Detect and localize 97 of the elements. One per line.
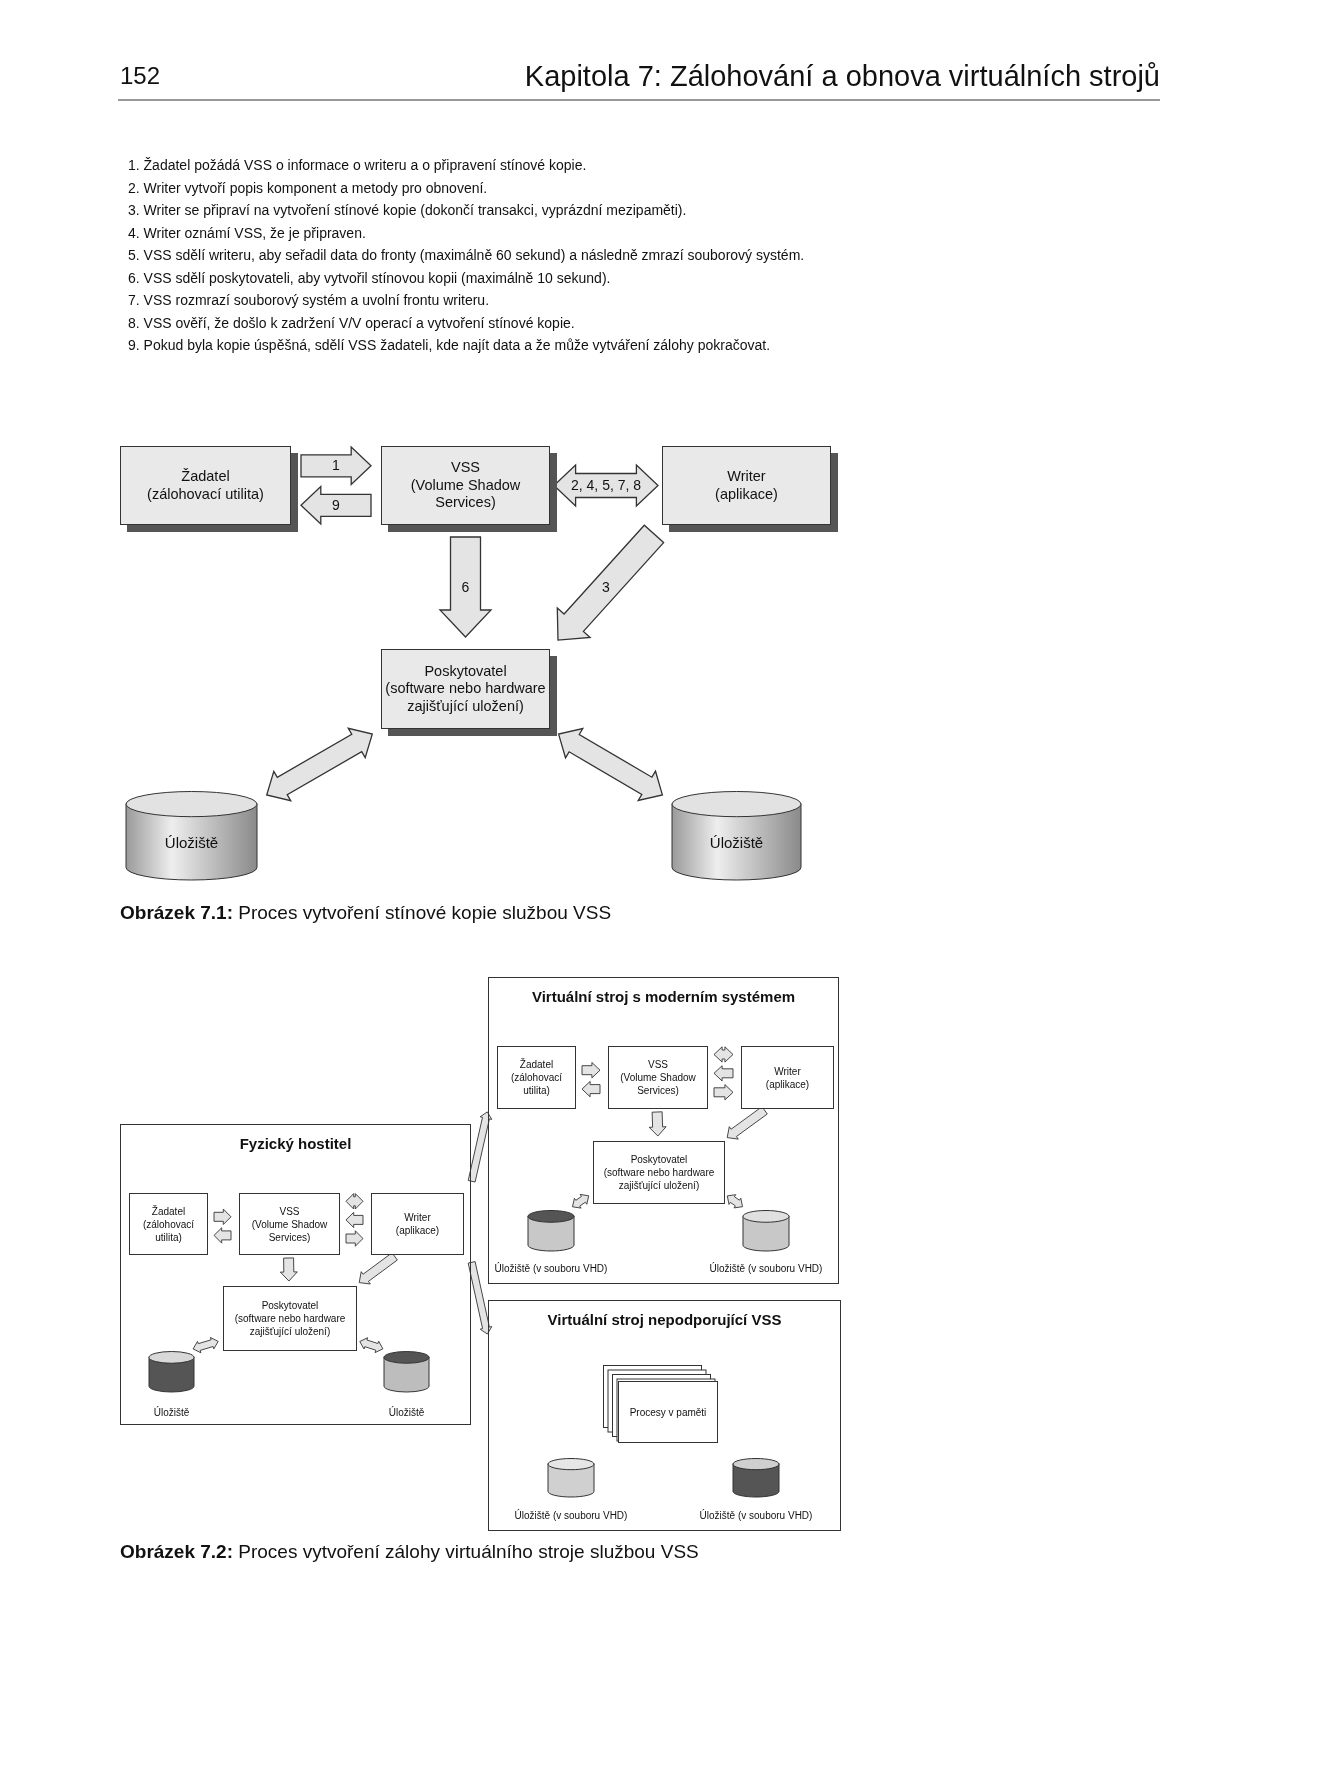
- process-box: [497, 1046, 576, 1109]
- block-arrow: [726, 1194, 743, 1209]
- box-title: Žadatel: [519, 1058, 554, 1071]
- block-arrow: [345, 1193, 364, 1210]
- container-box: [488, 1300, 841, 1531]
- list-item: 7. VSS rozmrazí souborový systém a uvolní frontu writeru.: [128, 292, 490, 308]
- edge-label: 6: [460, 579, 471, 595]
- box-text: (aplikace): [715, 485, 778, 503]
- block-arrow: [192, 1337, 219, 1354]
- block-arrow: [713, 1084, 734, 1101]
- box-title: VSS: [648, 1058, 668, 1071]
- chapter-heading: Kapitola 7: Zálohování a obnova virtuálních strojů: [523, 60, 1160, 93]
- storage-cylinder: [732, 1458, 780, 1498]
- block-arrow: [557, 727, 664, 802]
- storage-cylinder: [547, 1458, 595, 1498]
- box-title: VSS: [451, 459, 480, 477]
- box-text: (software nebo hardware zajišťující uložení): [602, 1166, 716, 1192]
- storage-label: Úložiště (v souboru VHD): [698, 1510, 814, 1521]
- box-text: (software nebo hardware zajišťující uložení): [233, 1312, 347, 1338]
- list-item: 2. Writer vytvoří popis komponent a metody pro obnovení.: [128, 179, 488, 196]
- block-arrow: [648, 1111, 667, 1137]
- process-box: [129, 1193, 208, 1255]
- block-arrow: [213, 1208, 232, 1225]
- block-arrow: [438, 536, 493, 638]
- storage-cylinder: [383, 1351, 430, 1393]
- list-item: 3. Writer se připraví na vytvoření stínové kopie (dokončí transakci, vyprázdní mezipaměti).: [128, 202, 687, 218]
- box-text: (software nebo hardware zajišťující uložení): [384, 680, 547, 716]
- box-text: (aplikace): [765, 1077, 810, 1091]
- storage-label: Úložiště (v souboru VHD): [513, 1510, 629, 1521]
- list-item: 9. Pokud byla kopie úspěšná, sdělí VSS žadateli, kde najít data a že může vytváření zálohy pokračovat.: [128, 337, 771, 353]
- block-arrow: [359, 1337, 384, 1354]
- box-title: Procesy v paměti: [629, 1405, 707, 1419]
- box-text: (zálohovací utilita): [141, 1217, 196, 1244]
- container-box: [488, 977, 839, 1284]
- edge-label: 3: [601, 579, 611, 595]
- box-title: Writer: [404, 1211, 431, 1224]
- box-title: Writer: [727, 468, 766, 486]
- block-arrow: [713, 1046, 734, 1063]
- storage-cylinder: [527, 1210, 575, 1252]
- process-box: [239, 1193, 340, 1255]
- figure-caption: Obrázek 7.1: Proces vytvoření stínové kopie službou VSS: [120, 902, 612, 924]
- box-title: Úložiště: [709, 833, 764, 851]
- block-arrow: [556, 524, 665, 641]
- box-title: Žadatel: [151, 1204, 186, 1218]
- storage-cylinder: [671, 791, 802, 881]
- block-arrow: [467, 1261, 493, 1335]
- process-box: [618, 1381, 718, 1443]
- list-item: 8. VSS ověří, že došlo k zadržení V/V operací a vytvoření stínové kopie.: [128, 314, 575, 331]
- storage-cylinder: [125, 791, 258, 881]
- storage-label: Úložiště: [152, 1407, 191, 1418]
- box-title: VSS: [279, 1204, 300, 1218]
- box-text: (Volume Shadow Services): [409, 476, 522, 512]
- box-title: Poskytovatel: [424, 662, 507, 681]
- block-arrow: [713, 1065, 734, 1082]
- block-arrow: [345, 1230, 364, 1247]
- group-title: Fyzický hostitel: [238, 1135, 353, 1152]
- storage-label: Úložiště (v souboru VHD): [493, 1263, 609, 1274]
- list-item: 1. Žadatel požádá VSS o informace o writeru a o připravení stínové kopie.: [128, 157, 587, 173]
- group-title: Virtuální stroj nepodporující VSS: [546, 1311, 783, 1328]
- box-title: Writer: [774, 1064, 801, 1078]
- process-box: [741, 1046, 834, 1109]
- process-box: [371, 1193, 464, 1255]
- block-arrow: [265, 727, 374, 802]
- block-arrow: [581, 1080, 601, 1098]
- box-text: (Volume Shadow Services): [619, 1071, 697, 1097]
- edge-label: 2, 4, 5, 7, 8: [570, 478, 643, 494]
- container-box: [120, 1124, 471, 1425]
- block-arrow: [726, 1106, 768, 1140]
- figure-caption: Obrázek 7.2: Proces vytvoření zálohy virtuálního stroje službou VSS: [120, 1541, 699, 1563]
- box-text: (aplikace): [395, 1224, 440, 1237]
- block-arrow: [213, 1227, 232, 1244]
- process-box: [608, 1046, 708, 1109]
- list-item: 4. Writer oznámí VSS, že je připraven.: [128, 224, 366, 241]
- storage-label: Úložiště (v souboru VHD): [708, 1263, 824, 1274]
- box-title: Žadatel: [181, 468, 230, 486]
- block-arrow: [467, 1111, 493, 1183]
- list-item: 5. VSS sdělí writeru, aby seřadil data do fronty (maximálně 60 sekund) a následně zmrazí souborový systém.: [128, 247, 805, 263]
- box-title: Poskytovatel: [261, 1299, 319, 1312]
- process-box: [593, 1141, 725, 1204]
- box-title: Poskytovatel: [630, 1153, 688, 1166]
- list-item: 6. VSS sdělí poskytovateli, aby vytvořil stínovou kopii (maximálně 10 sekund).: [128, 269, 611, 286]
- page-number: 152: [120, 62, 161, 90]
- group-title: Virtuální stroj s moderním systémem: [530, 988, 797, 1005]
- box-text: (zálohovací utilita): [509, 1071, 564, 1097]
- process-box: [223, 1286, 357, 1351]
- box-title: Úložiště: [164, 833, 219, 851]
- storage-cylinder: [742, 1210, 790, 1252]
- block-arrow: [300, 485, 372, 526]
- storage-label: Úložiště: [387, 1407, 426, 1418]
- storage-cylinder: [148, 1351, 195, 1393]
- block-arrow: [572, 1193, 590, 1209]
- block-arrow: [345, 1211, 364, 1229]
- box-text: (Volume Shadow Services): [250, 1217, 329, 1244]
- block-arrow: [581, 1062, 601, 1079]
- block-arrow: [358, 1252, 398, 1285]
- block-arrow: [279, 1257, 298, 1282]
- box-text: (zálohovací utilita): [147, 485, 264, 503]
